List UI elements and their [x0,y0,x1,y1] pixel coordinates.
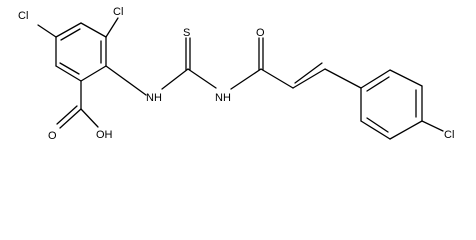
atom-label-cl: Cl [113,6,123,18]
bond [161,68,189,90]
bond [80,108,99,128]
atom-label-nh: NH [215,92,231,104]
bond [360,120,391,140]
bond [366,76,390,92]
bond [360,69,391,89]
bond [366,117,389,133]
bond [55,22,82,38]
atom-label-s: S [183,27,190,39]
bond [292,68,326,89]
structure-drawing: Cl Cl NH S NH O O OH Cl [18,6,454,142]
bond [294,62,323,84]
bond [260,68,294,89]
atom-label-o: O [48,130,57,142]
bond [389,69,423,87]
bond [59,62,80,75]
bond [60,28,81,41]
bond [230,68,262,90]
molecule-diagram: Cl Cl NH S NH O O OH Cl [18,6,454,142]
bond [324,68,362,89]
bond [105,17,119,38]
atom-label-oh: OH [96,129,113,141]
bond [56,105,78,125]
bond [80,65,107,82]
atom-label-cl: Cl [18,10,28,22]
atom-label-nh: NH [146,92,162,104]
bond [105,65,147,96]
bond-lines [37,17,444,140]
bond [37,24,57,38]
bond [59,108,82,129]
bond [187,68,217,89]
bond [80,22,107,38]
bond [55,65,82,82]
bond [389,120,423,140]
atom-label-cl: Cl [444,129,454,141]
atom-labels: Cl Cl NH S NH O O OH Cl [18,6,454,142]
bond [421,120,444,132]
atom-label-o: O [256,27,265,39]
